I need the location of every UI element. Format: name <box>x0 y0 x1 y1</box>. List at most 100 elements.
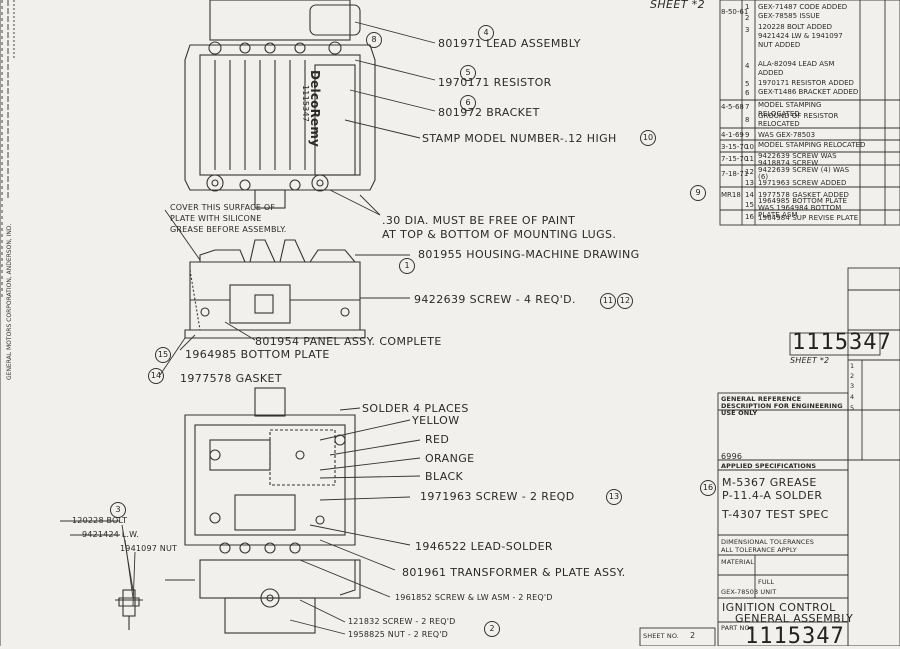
rev-text: 9422639 SCREW WAS 9418874 SCREW <box>758 152 837 167</box>
callout-801955: 801955 HOUSING-MACHINE DRAWING <box>418 248 640 261</box>
nut-callout: 1941097 NUT <box>120 544 178 553</box>
leader-lines <box>60 21 436 635</box>
rev-no: 4 <box>745 62 750 70</box>
side-num-1: 1 <box>850 362 855 370</box>
callout-solder: SOLDER 4 PLACES <box>362 402 469 415</box>
rev-date: 3-15-70 <box>721 143 749 151</box>
rev-date: MR18 <box>721 191 741 199</box>
rev-text: WAS GEX-78503 <box>758 131 816 139</box>
rev-text: 1964985 BOTTOM PLATE WAS 1964984 BOTTOM … <box>758 197 848 219</box>
rev-date: 8-50-61 <box>721 8 749 16</box>
callout-1971963: 1971963 SCREW - 2 REQD <box>420 490 575 503</box>
stamp-number: 1115347 <box>301 85 310 123</box>
callout-121832: 121832 SCREW - 2 REQ'D <box>348 617 456 626</box>
sheet-top-label: SHEET *2 <box>650 0 706 11</box>
spec-solder: P-11.4-A SOLDER <box>722 489 823 502</box>
rev-text: 1971963 SCREW ADDED <box>758 179 847 187</box>
item-3-balloon: 3 <box>110 502 126 518</box>
callout-801961: 801961 TRANSFORMER & PLATE ASSY. <box>402 566 626 579</box>
item-12-balloon: 12 <box>617 293 633 309</box>
title-line-2: GENERAL ASSEMBLY <box>735 612 854 625</box>
spec-grease: M-5367 GREASE <box>722 476 817 489</box>
side-view-housing <box>184 239 366 339</box>
rev-date: 7-18-71 <box>721 170 749 178</box>
rev-no: 15 <box>745 201 754 209</box>
rev-no: 12 <box>745 168 754 176</box>
title-line-1: IGNITION CONTROL <box>722 601 836 614</box>
callout-801972: 801972 BRACKET <box>438 106 540 119</box>
bottom-view-assembly <box>165 387 361 634</box>
sheet-no-label: SHEET NO. <box>643 632 679 640</box>
item-13-balloon: 13 <box>606 489 622 505</box>
rev-no: 9 <box>745 131 750 139</box>
rev-text: 1970171 RESISTOR ADDED <box>758 79 854 87</box>
applied-spec-number: 6996 <box>721 452 743 461</box>
item-5-balloon: 5 <box>460 65 476 81</box>
bolt-callout: 120228 BOLT <box>72 516 128 525</box>
rev-no: 8 <box>745 116 750 124</box>
revision-table-grid <box>719 0 900 226</box>
callout-1958825: 1958825 NUT - 2 REQ'D <box>348 630 448 639</box>
rev-no: 1 <box>745 3 750 11</box>
side-num-3: 3 <box>850 382 855 390</box>
wire-yellow: YELLOW <box>412 414 460 427</box>
tb-small-row-3: MATERIAL <box>721 558 754 566</box>
rev-no: 14 <box>745 191 754 199</box>
title-sheet-label: SHEET *2 <box>790 356 830 365</box>
side-num-4: 4 <box>850 393 855 401</box>
rev-date: 7-15-70 <box>721 155 749 163</box>
cover-note-line-1: COVER THIS SURFACE OF <box>170 203 276 212</box>
callout-1964985: 1964985 BOTTOM PLATE <box>185 348 330 361</box>
item-11-balloon: 11 <box>600 293 616 309</box>
rev-text: MODEL STAMPING RELOCATED <box>758 101 822 118</box>
tb-small-row-1: DIMENSIONAL TOLERANCES <box>721 538 815 546</box>
rev-no: 3 <box>745 26 750 34</box>
rev-text: GEX-78585 ISSUE <box>758 12 820 20</box>
rev-date: 4-5-68 <box>721 103 744 111</box>
item-16-balloon: 16 <box>700 480 716 496</box>
item-2-balloon: 2 <box>484 621 500 637</box>
rev-text: 9422639 SCREW (4) WAS (6) <box>758 166 850 181</box>
cover-note-line-2: PLATE WITH SILICONE <box>170 214 262 223</box>
rev-no: 5 <box>745 80 750 88</box>
binding-strip <box>0 0 15 646</box>
dia-note-line-1: .30 DIA. MUST BE FREE OF PAINT <box>382 214 576 227</box>
rev-no: 2 <box>745 14 750 22</box>
ref-header: GENERAL REFERENCE DESCRIPTION FOR ENGINE… <box>721 395 843 417</box>
callout-1961852: 1961852 SCREW & LW ASM - 2 REQ'D <box>395 593 553 602</box>
rev-no: 16 <box>745 213 754 221</box>
rev-date: 4-1-69 <box>721 131 744 139</box>
rev-text: GEX-T1486 BRACKET ADDED <box>758 88 859 96</box>
part-no-value: 1115347 <box>745 624 845 649</box>
side-num-5: 5 <box>850 404 855 412</box>
item-1-balloon: 1 <box>399 258 415 274</box>
dia-note-line-2: AT TOP & BOTTOM OF MOUNTING LUGS. <box>382 228 617 241</box>
tb-small-row-2: ALL TOLERANCE APPLY <box>721 546 797 554</box>
rev-text: 1977578 GASKET ADDED <box>758 191 849 199</box>
callout-1946522: 1946522 LEAD-SOLDER <box>415 540 553 553</box>
top-view-housing <box>184 0 376 209</box>
sheet-no-value: 2 <box>690 631 696 640</box>
rev-text: GROUND OF RESISTOR RELOCATED <box>758 112 839 128</box>
callout-stamp-model: STAMP MODEL NUMBER-.12 HIGH <box>422 132 617 145</box>
item-4-balloon: 4 <box>478 25 494 41</box>
bolt-detail <box>115 589 143 630</box>
company-imprint: GENERAL MOTORS CORPORATION, ANDERSON, IN… <box>6 223 13 380</box>
rev-text: GEX-71487 CODE ADDED <box>758 3 848 11</box>
tb-small-row-4: FULL <box>758 578 775 586</box>
callout-801954: 801954 PANEL ASSY. COMPLETE <box>255 335 442 348</box>
part-no-label: PART NO. <box>721 624 752 632</box>
rev-no: 6 <box>745 89 750 97</box>
wire-orange: ORANGE <box>425 452 475 465</box>
wire-black: BLACK <box>425 470 464 483</box>
rev-no: 13 <box>745 179 754 187</box>
item-9-balloon: 9 <box>690 185 706 201</box>
applied-spec-header: APPLIED SPECIFICATIONS <box>721 462 817 470</box>
rev-text: ALA-82094 LEAD ASM ADDED <box>758 60 835 77</box>
rev-text: MODEL STAMPING RELOCATED <box>758 141 866 149</box>
stamp-text: DelcoRemy <box>308 70 322 148</box>
wire-red: RED <box>425 433 450 446</box>
washer-callout: 9421424 L.W. <box>82 530 140 539</box>
item-10-balloon: 10 <box>640 130 656 146</box>
